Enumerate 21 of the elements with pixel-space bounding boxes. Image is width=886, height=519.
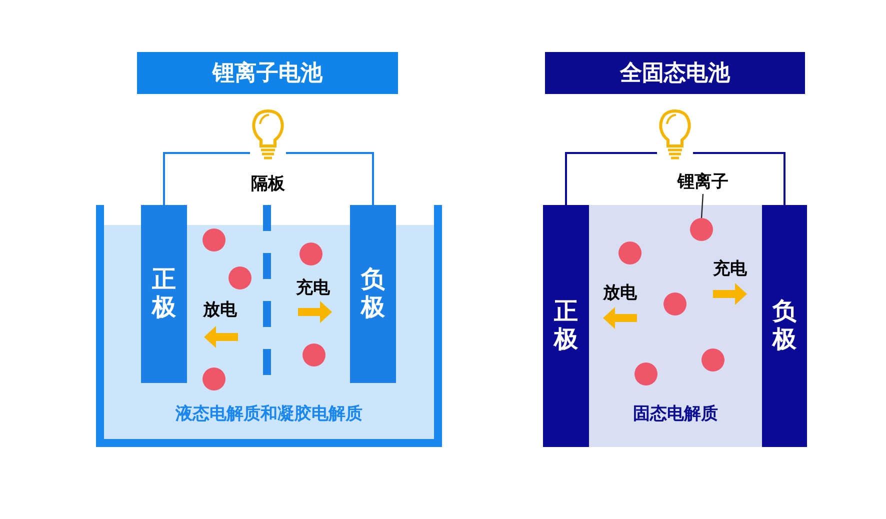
lithium-ion-dot bbox=[690, 218, 713, 241]
wire bbox=[693, 152, 786, 205]
electrode-bar: 正极 bbox=[141, 205, 187, 383]
wire bbox=[163, 152, 250, 205]
leader-line bbox=[700, 194, 704, 218]
direction-label: 放电 bbox=[602, 282, 638, 304]
electrolyte-panel bbox=[589, 205, 762, 447]
title-banner: 锂离子电池 bbox=[137, 52, 398, 94]
direction-label: 充电 bbox=[712, 258, 748, 280]
wire bbox=[565, 152, 657, 205]
electrode-bar: 负极 bbox=[350, 205, 396, 383]
direction-label: 充电 bbox=[295, 277, 331, 299]
ion-label: 锂离子 bbox=[672, 170, 734, 194]
title-banner: 全固态电池 bbox=[545, 52, 805, 94]
direction-label: 放电 bbox=[202, 299, 238, 321]
wire bbox=[286, 152, 374, 205]
electrolyte-label: 固态电解质 bbox=[632, 403, 719, 425]
electrolyte-label: 液态电解质和凝胶电解质 bbox=[174, 403, 364, 425]
electrode-bar: 负极 bbox=[762, 205, 807, 447]
electrode-bar: 正极 bbox=[543, 205, 589, 447]
separator-label: 隔板 bbox=[250, 173, 286, 195]
